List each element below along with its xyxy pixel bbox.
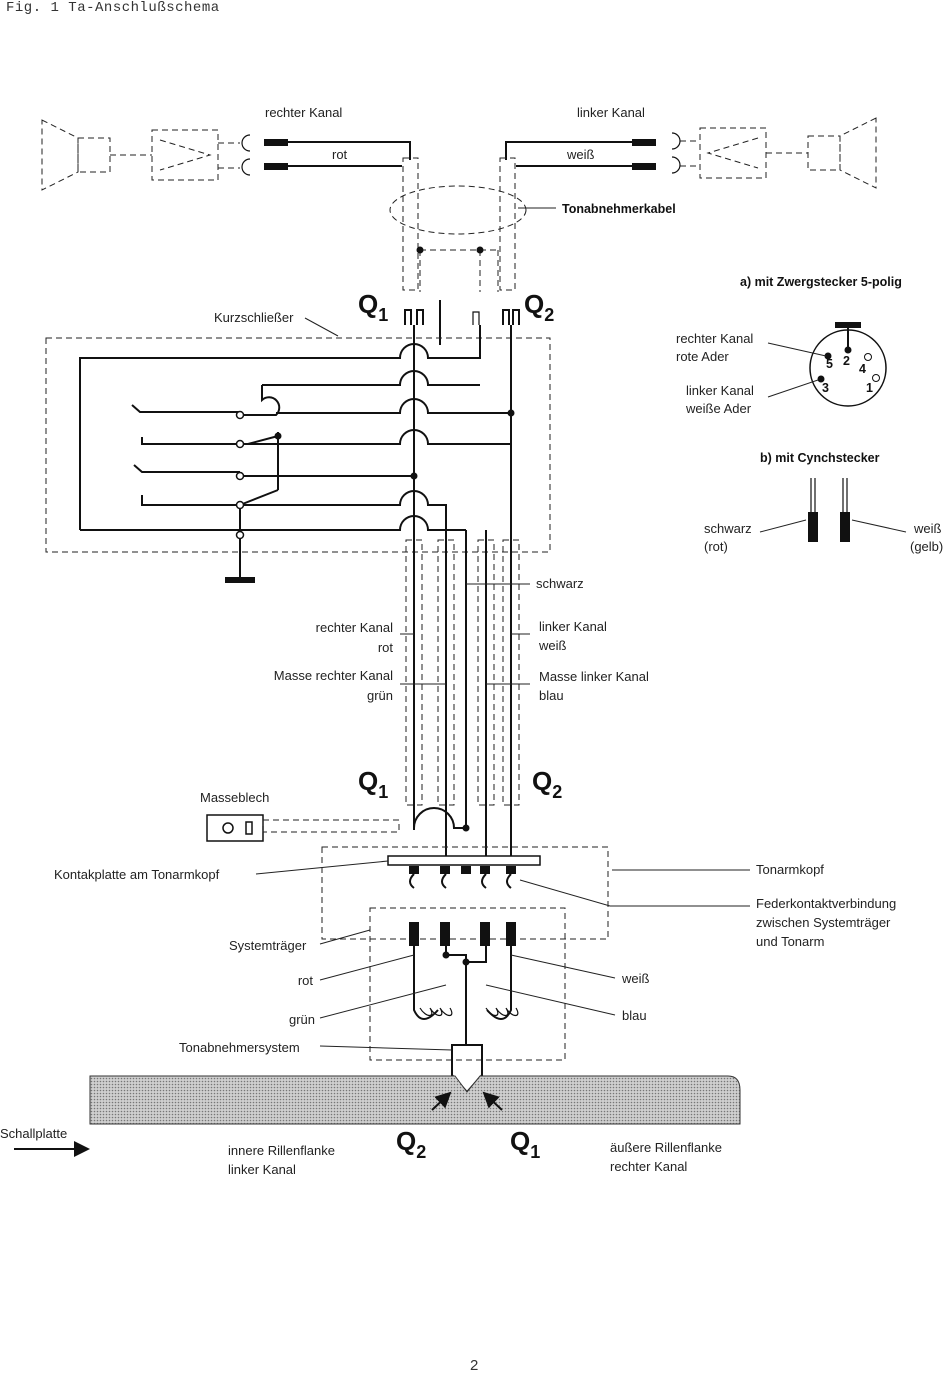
- label-cynch-title: b) mit Cynchstecker: [760, 451, 880, 465]
- leader-lines: [255, 860, 750, 1051]
- label-zwergstecker-title: a) mit Zwergstecker 5-polig: [740, 275, 902, 289]
- label-weiss-top: weiß: [566, 147, 595, 162]
- label-masse-rechter: Masse rechter Kanal: [274, 668, 393, 683]
- label-innere-2: linker Kanal: [228, 1162, 296, 1177]
- label-rot-mid: rot: [378, 640, 394, 655]
- systemtraeger: [369, 907, 566, 1094]
- switch-contacts: [79, 343, 511, 583]
- signal-wires-vertical: [413, 325, 512, 860]
- label-rot-top: rot: [332, 147, 348, 162]
- label-feder-3: und Tonarm: [756, 934, 824, 949]
- label-feder-1: Federkontaktverbindung: [756, 896, 896, 911]
- pin-1: 1: [866, 381, 873, 395]
- label-tonabnehmerkabel: Tonabnehmerkabel: [562, 202, 676, 216]
- label-linker-kanal-mid: linker Kanal: [539, 619, 607, 634]
- label-zw-linker-kanal: linker Kanal: [686, 383, 754, 398]
- cable-shields: [389, 157, 556, 292]
- label-rot-low: rot: [298, 973, 314, 988]
- label-kurzschliesser: Kurzschließer: [214, 310, 294, 325]
- label-kontaktplatte: Kontakplatte am Tonarmkopf: [54, 867, 220, 882]
- label-weiss-low: weiß: [621, 971, 650, 986]
- label-systemtraeger: Systemträger: [229, 938, 307, 953]
- label-gruen-low: grün: [289, 1012, 315, 1027]
- amplifier-left: [671, 127, 767, 179]
- cynch-stecker: [759, 478, 907, 542]
- label-weiss-cynch: weiß: [913, 521, 942, 536]
- page-number: 2: [470, 1357, 479, 1374]
- label-q2-bottom: Q2: [396, 1126, 426, 1162]
- label-gruen-mid: grün: [367, 688, 393, 703]
- pin-2: 2: [843, 354, 850, 368]
- label-q2-mid: Q2: [532, 766, 562, 802]
- label-blau-mid: blau: [539, 688, 564, 703]
- kurzschliesser-box: [45, 337, 551, 553]
- label-q1-mid: Q1: [358, 766, 388, 802]
- switch-springs: [131, 404, 515, 540]
- label-aeussere-2: rechter Kanal: [610, 1159, 687, 1174]
- pin-5: 5: [826, 357, 833, 371]
- figure-caption: Fig. 1 Ta-Anschlußschema: [6, 0, 220, 16]
- label-schwarz-cynch: schwarz: [704, 521, 752, 536]
- zwergstecker-5pol: [767, 322, 887, 407]
- label-zw-rote-ader: rote Ader: [676, 349, 729, 364]
- speaker-left: [766, 117, 877, 189]
- record-surface: [14, 1075, 741, 1157]
- label-rechter-kanal-top: rechter Kanal: [265, 105, 342, 120]
- tonarm-cable-shields: [400, 539, 530, 806]
- label-tonarmkopf: Tonarmkopf: [756, 862, 824, 877]
- label-q1-bottom: Q1: [510, 1126, 540, 1162]
- label-q1-upper: Q1: [358, 289, 388, 325]
- label-zw-weisse-ader: weiße Ader: [685, 401, 752, 416]
- label-q2-upper: Q2: [524, 289, 554, 325]
- label-schwarz-mid: schwarz: [536, 576, 584, 591]
- label-linker-kanal-top: linker Kanal: [577, 105, 645, 120]
- masseblech: [206, 807, 470, 842]
- label-weiss-mid: weiß: [538, 638, 567, 653]
- label-tonabnehmersystem: Tonabnehmersystem: [179, 1040, 300, 1055]
- label-rot-paren: (rot): [704, 539, 728, 554]
- label-innere-1: innere Rillenflanke: [228, 1143, 335, 1158]
- kontaktplatte: [321, 846, 609, 940]
- label-gelb-paren: (gelb): [910, 539, 943, 554]
- label-masse-linker: Masse linker Kanal: [539, 669, 649, 684]
- amplifier-right: [151, 129, 251, 181]
- label-masseblech: Masseblech: [200, 790, 269, 805]
- label-blau-low: blau: [622, 1008, 647, 1023]
- pin-4: 4: [859, 362, 866, 376]
- label-aeussere-1: äußere Rillenflanke: [610, 1140, 722, 1155]
- cable-plugs-top: [264, 139, 656, 170]
- speaker-right: [41, 119, 152, 191]
- pin-3: 3: [822, 381, 829, 395]
- label-zw-rechter-kanal: rechter Kanal: [676, 331, 753, 346]
- label-feder-2: zwischen Systemträger: [756, 915, 891, 930]
- label-schallplatte: Schallplatte: [0, 1126, 67, 1141]
- label-rechter-kanal-mid: rechter Kanal: [316, 620, 393, 635]
